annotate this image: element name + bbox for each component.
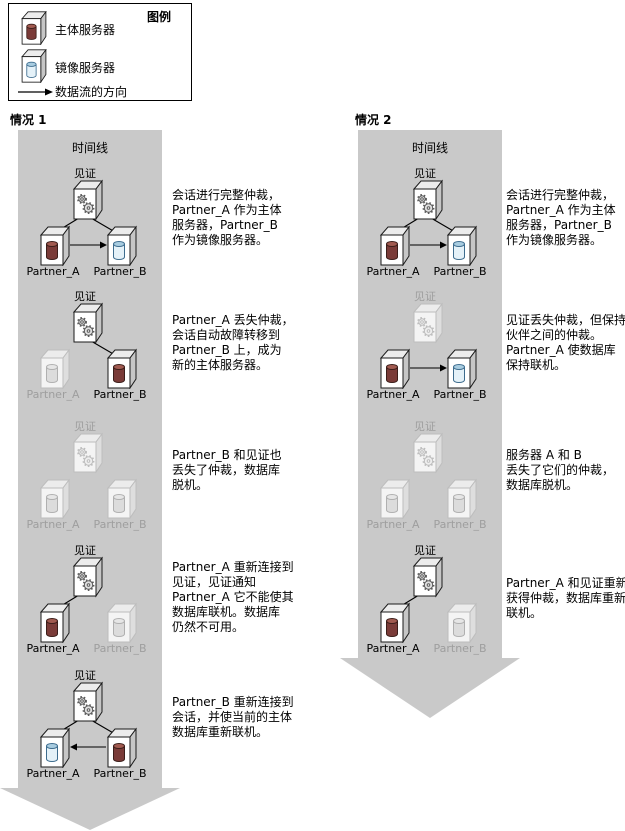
partner-a-server-icon xyxy=(39,478,70,519)
stage-description: Partner_A 和见证重新 获得仲裁，数据库重新 联机。 xyxy=(506,576,625,620)
witness-label: 见证 xyxy=(414,290,436,303)
stage-description: Partner_A 重新连接到 见证，见证通知 Partner_A 它不能使其 … xyxy=(172,560,294,634)
stage-diagram xyxy=(379,302,477,389)
mirroring-stage: 见证 Partner_A Partner_B xyxy=(18,667,162,783)
partner-b-server-icon xyxy=(446,478,477,519)
partner-a-server-icon xyxy=(379,225,410,266)
partner-b-label: Partner_B xyxy=(433,265,487,278)
timeline-arrowhead-1 xyxy=(0,788,180,830)
mirroring-stage: 见证 Partner_A Partner_B xyxy=(18,288,162,404)
timeline-arrowhead-2 xyxy=(340,658,520,718)
principal-server-icon xyxy=(21,11,47,45)
partner-a-server-icon xyxy=(379,602,410,643)
timeline-label-1: 时间线 xyxy=(71,141,108,155)
stage-diagram xyxy=(39,302,137,389)
stage-diagram xyxy=(39,556,137,643)
stage-diagram xyxy=(379,179,477,266)
witness-server-icon xyxy=(72,556,103,598)
mirroring-stage: 见证 Partner_A Partner_B xyxy=(358,542,502,658)
partner-a-label: Partner_A xyxy=(26,388,80,401)
partner-a-label: Partner_A xyxy=(26,265,80,278)
partner-a-server-icon xyxy=(39,348,70,389)
stage-description: 服务器 A 和 B 丢失了它们的仲裁， 数据库脱机。 xyxy=(506,448,615,492)
scenario-2-title: 情况 2 xyxy=(355,113,392,127)
partner-a-label: Partner_A xyxy=(366,642,420,655)
stage-diagram xyxy=(379,432,477,519)
witness-label: 见证 xyxy=(74,420,96,433)
mirroring-stage: 见证 Partner_A Partner_B xyxy=(358,418,502,534)
stage-diagram xyxy=(39,432,137,519)
witness-server-icon xyxy=(72,432,103,474)
partner-b-label: Partner_B xyxy=(93,265,147,278)
timeline-label-2: 时间线 xyxy=(411,141,448,155)
partner-a-label: Partner_A xyxy=(26,518,80,531)
partner-b-label: Partner_B xyxy=(93,642,147,655)
mirror-server-glyph xyxy=(21,49,47,83)
partner-b-server-icon xyxy=(106,225,137,266)
mirror-server-icon xyxy=(21,49,47,83)
witness-label: 见证 xyxy=(74,544,96,557)
witness-label: 见证 xyxy=(74,669,96,682)
partner-a-server-icon xyxy=(39,727,70,768)
legend-label-flow: 数据流的方向 xyxy=(55,85,128,99)
partner-b-label: Partner_B xyxy=(93,388,147,401)
stage-description: 会话进行完整仲裁， Partner_A 作为主体 服务器，Partner_B 作… xyxy=(506,188,616,247)
partner-a-label: Partner_A xyxy=(26,642,80,655)
witness-label: 见证 xyxy=(74,167,96,180)
legend-box: 图例 主体服务器 镜像服务器 数据流的方向 xyxy=(8,3,192,101)
partner-b-server-icon xyxy=(446,225,477,266)
partner-a-label: Partner_A xyxy=(366,388,420,401)
partner-a-server-icon xyxy=(379,478,410,519)
witness-label: 见证 xyxy=(414,420,436,433)
partner-b-label: Partner_B xyxy=(433,388,487,401)
partner-a-label: Partner_A xyxy=(366,518,420,531)
mirroring-stage: 见证 Partner_A Partner_B xyxy=(18,542,162,658)
witness-server-icon xyxy=(412,556,443,598)
partner-b-server-icon xyxy=(106,348,137,389)
data-flow-arrow-icon xyxy=(18,88,53,96)
stage-description: Partner_A 丢失仲裁， 会话自动故障转移到 Partner_B 上，成为… xyxy=(172,313,294,372)
partner-a-server-icon xyxy=(39,602,70,643)
legend-label-principal: 主体服务器 xyxy=(55,23,116,37)
legend-label-mirror: 镜像服务器 xyxy=(55,61,116,75)
witness-label: 见证 xyxy=(414,544,436,557)
partner-a-label: Partner_A xyxy=(26,767,80,780)
witness-server-icon xyxy=(412,302,443,344)
stage-description: Partner_B 重新连接到 会话，并使当前的主体 数据库重新联机。 xyxy=(172,695,294,739)
mirroring-stage: 见证 Partner_A Partner_B xyxy=(358,165,502,281)
witness-server-icon xyxy=(412,432,443,474)
stage-diagram xyxy=(39,179,137,266)
partner-b-label: Partner_B xyxy=(93,518,147,531)
witness-server-icon xyxy=(72,179,103,221)
witness-server-icon xyxy=(72,681,103,723)
witness-server-icon xyxy=(72,302,103,344)
partner-b-server-icon xyxy=(446,348,477,389)
witness-server-icon xyxy=(412,179,443,221)
witness-label: 见证 xyxy=(414,167,436,180)
witness-label: 见证 xyxy=(74,290,96,303)
mirroring-stage: 见证 Partner_A Partner_B xyxy=(358,288,502,404)
stage-description: 会话进行完整仲裁， Partner_A 作为主体 服务器，Partner_B 作… xyxy=(172,188,282,247)
principal-server-glyph xyxy=(21,11,47,45)
mirroring-stage: 见证 Partner_A Partner_B xyxy=(18,418,162,534)
partner-b-label: Partner_B xyxy=(433,642,487,655)
stage-diagram xyxy=(39,681,137,768)
partner-b-server-icon xyxy=(106,478,137,519)
partner-a-server-icon xyxy=(379,348,410,389)
partner-b-server-icon xyxy=(106,602,137,643)
stage-description: Partner_B 和见证也 丢失了仲裁，数据库 脱机。 xyxy=(172,448,282,492)
scenario-1-title: 情况 1 xyxy=(10,113,47,127)
partner-b-server-icon xyxy=(106,727,137,768)
partner-b-label: Partner_B xyxy=(93,767,147,780)
legend-title: 图例 xyxy=(147,10,172,24)
stage-diagram xyxy=(379,556,477,643)
partner-b-label: Partner_B xyxy=(433,518,487,531)
mirroring-stage: 见证 Partner_A Partner_B xyxy=(18,165,162,281)
partner-b-server-icon xyxy=(446,602,477,643)
stage-description: 见证丢失仲裁，但保持 伙伴之间的仲裁。 Partner_A 使数据库 保持联机。 xyxy=(506,313,625,372)
partner-a-label: Partner_A xyxy=(366,265,420,278)
partner-a-server-icon xyxy=(39,225,70,266)
